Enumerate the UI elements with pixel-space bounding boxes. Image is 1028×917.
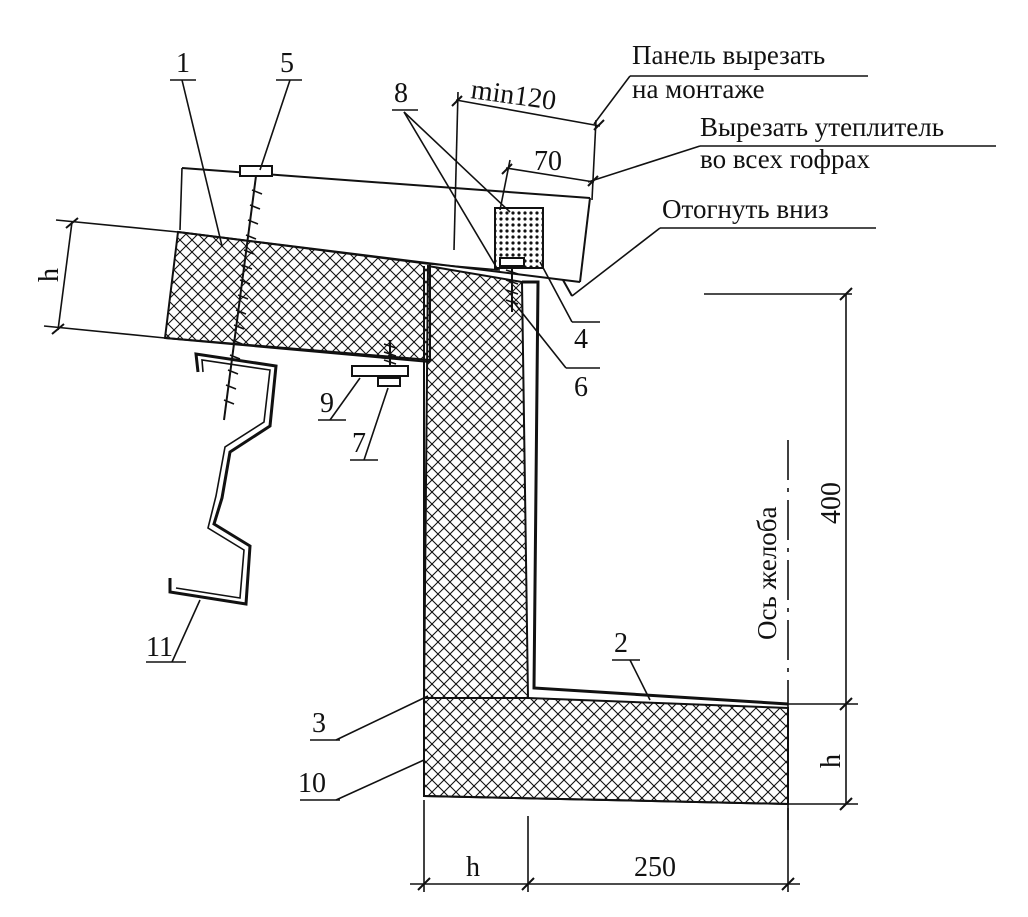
dim-70: 70 [534,146,562,177]
dim-400: 400 [816,482,847,524]
callout-3: 3 [312,708,326,739]
gutter-bottom-insulation [423,697,789,806]
dim-250: 250 [634,852,676,883]
note-bend-down: Отогнуть вниз [662,194,829,224]
callout-6: 6 [574,372,588,403]
gutter-wall-insulation [422,264,530,699]
note-cut-panel-line2: на монтаже [632,74,765,104]
callout-4: 4 [574,324,588,355]
notes: Панель вырезать на монтаже Вырезать утеп… [632,40,944,640]
callout-8: 8 [394,78,408,109]
screw-5 [223,165,273,421]
leader-lines [146,75,996,801]
dimension-lines [43,91,858,892]
callout-numbers: 1 5 8 4 6 9 7 11 2 3 10 [146,48,628,799]
note-cut-insulation-line1: Вырезать утеплитель [700,112,944,142]
callout-10: 10 [298,768,326,799]
callout-1: 1 [176,48,190,79]
dimension-values: min120 70 h 400 h h 250 [34,74,847,883]
gutter-body [422,264,789,806]
z-purlin [168,352,278,606]
callout-5: 5 [280,48,294,79]
dim-min120: min120 [469,74,558,117]
note-cut-panel-line1: Панель вырезать [632,40,825,70]
callout-7: 7 [352,428,366,459]
dim-h-bottom: h [466,852,480,883]
callout-11: 11 [146,632,173,663]
screw-7 [351,340,409,387]
callout-2: 2 [614,628,628,659]
insulation-plug [494,207,544,269]
screw-6 [499,257,525,312]
note-gutter-axis: Ось желоба [752,506,782,640]
dim-h-panel: h [34,268,65,282]
dim-h-gutter: h [816,754,847,768]
callout-9: 9 [320,388,334,419]
note-cut-insulation-line2: во всех гофрах [700,144,870,174]
